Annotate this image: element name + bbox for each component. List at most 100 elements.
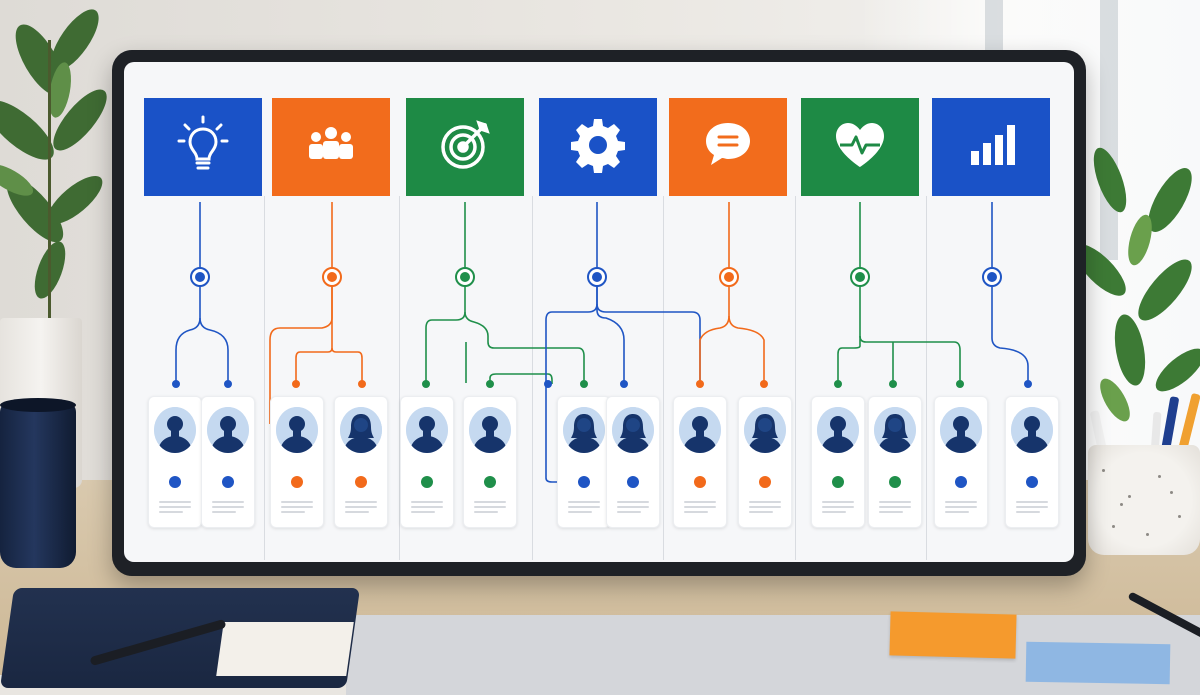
person-card[interactable] bbox=[148, 396, 202, 528]
connector-line bbox=[425, 202, 466, 383]
connector-line bbox=[464, 311, 585, 383]
connector-node bbox=[850, 267, 870, 287]
text-placeholder-line bbox=[879, 506, 911, 508]
category-tile-ideas[interactable] bbox=[144, 98, 262, 196]
category-tile-goals[interactable] bbox=[406, 98, 524, 196]
text-placeholder-line bbox=[411, 511, 435, 513]
person-card[interactable] bbox=[400, 396, 454, 528]
chat-bubble-icon bbox=[696, 113, 760, 182]
connector-endpoint bbox=[1024, 380, 1032, 388]
category-tile-settings[interactable] bbox=[539, 98, 657, 196]
text-placeholder-line bbox=[281, 501, 313, 503]
status-dot bbox=[759, 476, 771, 488]
status-dot bbox=[694, 476, 706, 488]
text-placeholder-line bbox=[345, 501, 377, 503]
connector-line bbox=[859, 202, 961, 383]
team-icon bbox=[299, 113, 363, 182]
connector-endpoint bbox=[696, 380, 704, 388]
person-card[interactable] bbox=[1005, 396, 1059, 528]
text-placeholder-line bbox=[945, 506, 977, 508]
pencil-cup bbox=[1088, 445, 1200, 555]
connector-node bbox=[455, 267, 475, 287]
text-placeholder-line bbox=[474, 501, 506, 503]
text-placeholder-line bbox=[159, 501, 191, 503]
person-card[interactable] bbox=[201, 396, 255, 528]
plant-left bbox=[0, 9, 107, 330]
text-placeholder-line bbox=[945, 501, 977, 503]
connector-line bbox=[199, 317, 229, 383]
connector-line bbox=[837, 336, 861, 383]
person-male-icon bbox=[679, 407, 721, 453]
category-tile-analytics[interactable] bbox=[932, 98, 1050, 196]
connector-line bbox=[331, 347, 363, 383]
text-placeholder-line bbox=[822, 511, 846, 513]
connector-endpoint bbox=[422, 380, 430, 388]
category-tile-team[interactable] bbox=[272, 98, 390, 196]
person-male-icon bbox=[154, 407, 196, 453]
connector-line bbox=[175, 202, 201, 383]
person-female-icon bbox=[744, 407, 786, 453]
text-placeholder-line bbox=[822, 501, 854, 503]
connector-endpoint bbox=[889, 380, 897, 388]
connector-endpoint bbox=[172, 380, 180, 388]
person-male-icon bbox=[817, 407, 859, 453]
connector-line bbox=[269, 202, 333, 424]
text-placeholder-line bbox=[749, 506, 781, 508]
text-placeholder-line bbox=[474, 511, 498, 513]
text-placeholder-line bbox=[879, 511, 903, 513]
text-placeholder-line bbox=[617, 501, 649, 503]
person-card[interactable] bbox=[673, 396, 727, 528]
person-male-icon bbox=[1011, 407, 1053, 453]
person-card[interactable] bbox=[606, 396, 660, 528]
person-male-icon bbox=[469, 407, 511, 453]
coffee-mug-rim bbox=[0, 398, 76, 412]
connector-endpoint bbox=[224, 380, 232, 388]
text-placeholder-line bbox=[749, 511, 773, 513]
target-icon bbox=[433, 113, 497, 182]
person-card[interactable] bbox=[738, 396, 792, 528]
person-card[interactable] bbox=[270, 396, 324, 528]
text-placeholder-line bbox=[684, 506, 716, 508]
person-female-icon bbox=[874, 407, 916, 453]
bar-chart-icon bbox=[959, 113, 1023, 182]
text-placeholder-line bbox=[879, 501, 911, 503]
text-placeholder-line bbox=[345, 511, 369, 513]
text-placeholder-line bbox=[1016, 501, 1048, 503]
connector-lines bbox=[172, 202, 1032, 483]
lightbulb-icon bbox=[171, 113, 235, 182]
connector-line bbox=[728, 315, 765, 383]
status-dot bbox=[955, 476, 967, 488]
category-tile-messages[interactable] bbox=[669, 98, 787, 196]
column-divider bbox=[663, 196, 664, 560]
connector-node bbox=[322, 267, 342, 287]
category-tile-health[interactable] bbox=[801, 98, 919, 196]
text-placeholder-line bbox=[617, 506, 649, 508]
person-card[interactable] bbox=[557, 396, 611, 528]
person-card[interactable] bbox=[463, 396, 517, 528]
connector-endpoint bbox=[358, 380, 366, 388]
connector-line bbox=[295, 285, 333, 383]
text-placeholder-line bbox=[684, 511, 708, 513]
text-placeholder-line bbox=[281, 506, 313, 508]
person-male-icon bbox=[276, 407, 318, 453]
person-female-icon bbox=[612, 407, 654, 453]
connector-line bbox=[596, 285, 625, 383]
status-dot bbox=[1026, 476, 1038, 488]
text-placeholder-line bbox=[749, 501, 781, 503]
connector-endpoint bbox=[580, 380, 588, 388]
text-placeholder-line bbox=[411, 506, 443, 508]
connector-node bbox=[587, 267, 607, 287]
connector-node bbox=[190, 267, 210, 287]
person-card[interactable] bbox=[868, 396, 922, 528]
column-divider bbox=[926, 196, 927, 560]
person-card[interactable] bbox=[811, 396, 865, 528]
connector-line bbox=[699, 202, 730, 383]
person-card[interactable] bbox=[334, 396, 388, 528]
text-placeholder-line bbox=[568, 511, 592, 513]
person-card[interactable] bbox=[934, 396, 988, 528]
text-placeholder-line bbox=[945, 511, 969, 513]
text-placeholder-line bbox=[822, 506, 854, 508]
connector-line bbox=[545, 202, 598, 483]
status-dot bbox=[421, 476, 433, 488]
status-dot bbox=[578, 476, 590, 488]
